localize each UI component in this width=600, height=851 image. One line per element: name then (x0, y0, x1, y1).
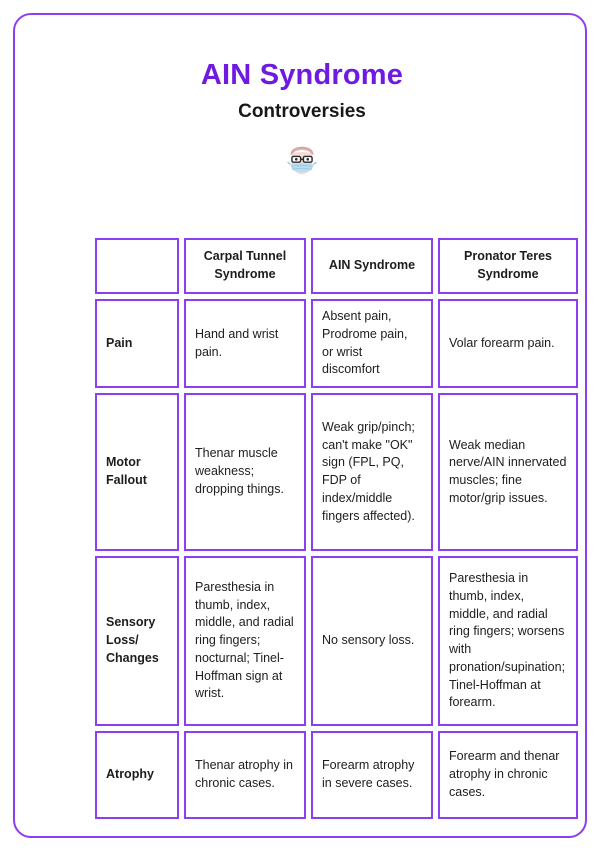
row-header-atrophy: Atrophy (95, 731, 179, 819)
table-corner-cell (95, 238, 179, 294)
cell-motor-carpal-tunnel: Thenar muscle weakness; dropping things. (184, 393, 306, 551)
page-frame: AIN Syndrome Controversies (13, 13, 587, 838)
cell-atrophy-pronator-teres: Forearm and thenar atrophy in chronic ca… (438, 731, 578, 819)
row-header-sensory-loss-changes: Sensory Loss/ Changes (95, 556, 179, 726)
column-header-ain-syndrome: AIN Syndrome (311, 238, 433, 294)
cell-sensory-carpal-tunnel: Paresthesia in thumb, index, middle, and… (184, 556, 306, 726)
table-row-motor-fallout: Motor Fallout Thenar muscle weakness; dr… (95, 393, 578, 551)
cell-pain-carpal-tunnel: Hand and wrist pain. (184, 299, 306, 388)
table-row-sensory-loss-changes: Sensory Loss/ Changes Paresthesia in thu… (95, 556, 578, 726)
cell-pain-ain: Absent pain, Prodrome pain, or wrist dis… (311, 299, 433, 388)
table-row-pain: Pain Hand and wrist pain. Absent pain, P… (95, 299, 578, 388)
comparison-table: Carpal Tunnel Syndrome AIN Syndrome Pron… (90, 233, 583, 824)
table-row-atrophy: Atrophy Thenar atrophy in chronic cases.… (95, 731, 578, 819)
cell-sensory-ain: No sensory loss. (311, 556, 433, 726)
cell-atrophy-carpal-tunnel: Thenar atrophy in chronic cases. (184, 731, 306, 819)
cell-motor-ain: Weak grip/pinch; can't make "OK" sign (F… (311, 393, 433, 551)
column-header-carpal-tunnel-syndrome: Carpal Tunnel Syndrome (184, 238, 306, 294)
page-header: AIN Syndrome Controversies (15, 15, 589, 188)
cell-motor-pronator-teres: Weak median nerve/AIN innervated muscles… (438, 393, 578, 551)
table-header-row: Carpal Tunnel Syndrome AIN Syndrome Pron… (95, 238, 578, 294)
cell-pain-pronator-teres: Volar forearm pain. (438, 299, 578, 388)
page-title: AIN Syndrome (200, 59, 404, 91)
column-header-pronator-teres-syndrome: Pronator Teres Syndrome (438, 238, 578, 294)
cell-atrophy-ain: Forearm atrophy in severe cases. (311, 731, 433, 819)
row-header-motor-fallout: Motor Fallout (95, 393, 179, 551)
row-header-pain: Pain (95, 299, 179, 388)
face-with-medical-mask-and-glasses-icon (279, 137, 325, 183)
cell-sensory-pronator-teres: Paresthesia in thumb, index, middle, and… (438, 556, 578, 726)
page-subtitle: Controversies (238, 100, 366, 122)
